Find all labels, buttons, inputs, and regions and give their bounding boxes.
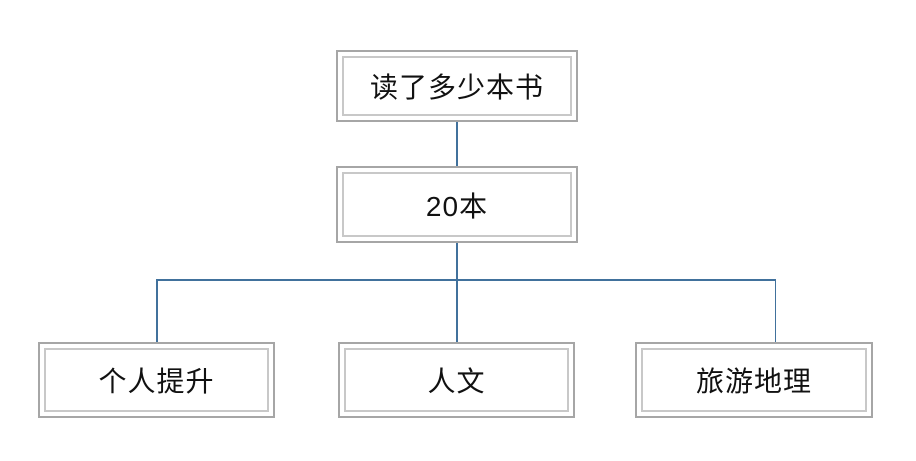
node-child-travel-geography: 旅游地理 (635, 342, 873, 418)
node-child-label: 旅游地理 (641, 348, 867, 412)
node-child-label: 个人提升 (44, 348, 269, 412)
connector-count-to-middle-child (456, 243, 458, 343)
node-count-label: 20本 (342, 172, 572, 237)
connector-children-horizontal (156, 279, 776, 281)
node-root-label: 读了多少本书 (342, 56, 572, 116)
node-root: 读了多少本书 (336, 50, 578, 122)
node-count: 20本 (336, 166, 578, 243)
connector-drop-right-child (774, 279, 776, 343)
node-child-humanities: 人文 (338, 342, 575, 418)
node-child-label: 人文 (344, 348, 569, 412)
connector-root-to-count (456, 122, 458, 167)
node-child-personal-growth: 个人提升 (38, 342, 275, 418)
connector-drop-left-child (156, 279, 158, 343)
